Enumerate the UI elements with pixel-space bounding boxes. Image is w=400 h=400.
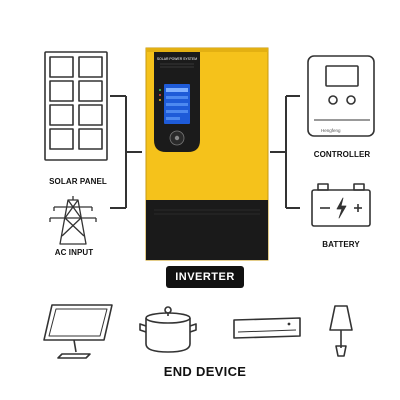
inverter-label: INVERTER	[166, 266, 244, 288]
controller-label: CONTROLLER	[313, 150, 371, 159]
solar-panel-label: SOLAR PANEL	[49, 177, 107, 186]
cooking-pot-icon	[139, 306, 197, 353]
charge-controller-icon	[307, 55, 375, 137]
lamp-icon	[329, 305, 353, 357]
solar-panel-icon	[44, 51, 108, 161]
ac-input-label: AC INPUT	[54, 248, 94, 257]
left-connector-bracket	[110, 95, 142, 209]
battery-label: BATTERY	[322, 240, 360, 249]
air-conditioner-icon	[233, 317, 301, 339]
monitor-icon	[43, 304, 113, 359]
battery-icon	[311, 183, 371, 227]
controller-brand-text: Hengfeng	[321, 128, 341, 133]
inverter-unit: SOLAR POWER SYSTEM	[145, 47, 269, 261]
right-connector-bracket	[270, 95, 300, 209]
inverter-brand-text: SOLAR POWER SYSTEM	[157, 57, 197, 61]
transmission-tower-icon	[49, 196, 97, 245]
end-device-label: END DEVICE	[163, 364, 247, 379]
